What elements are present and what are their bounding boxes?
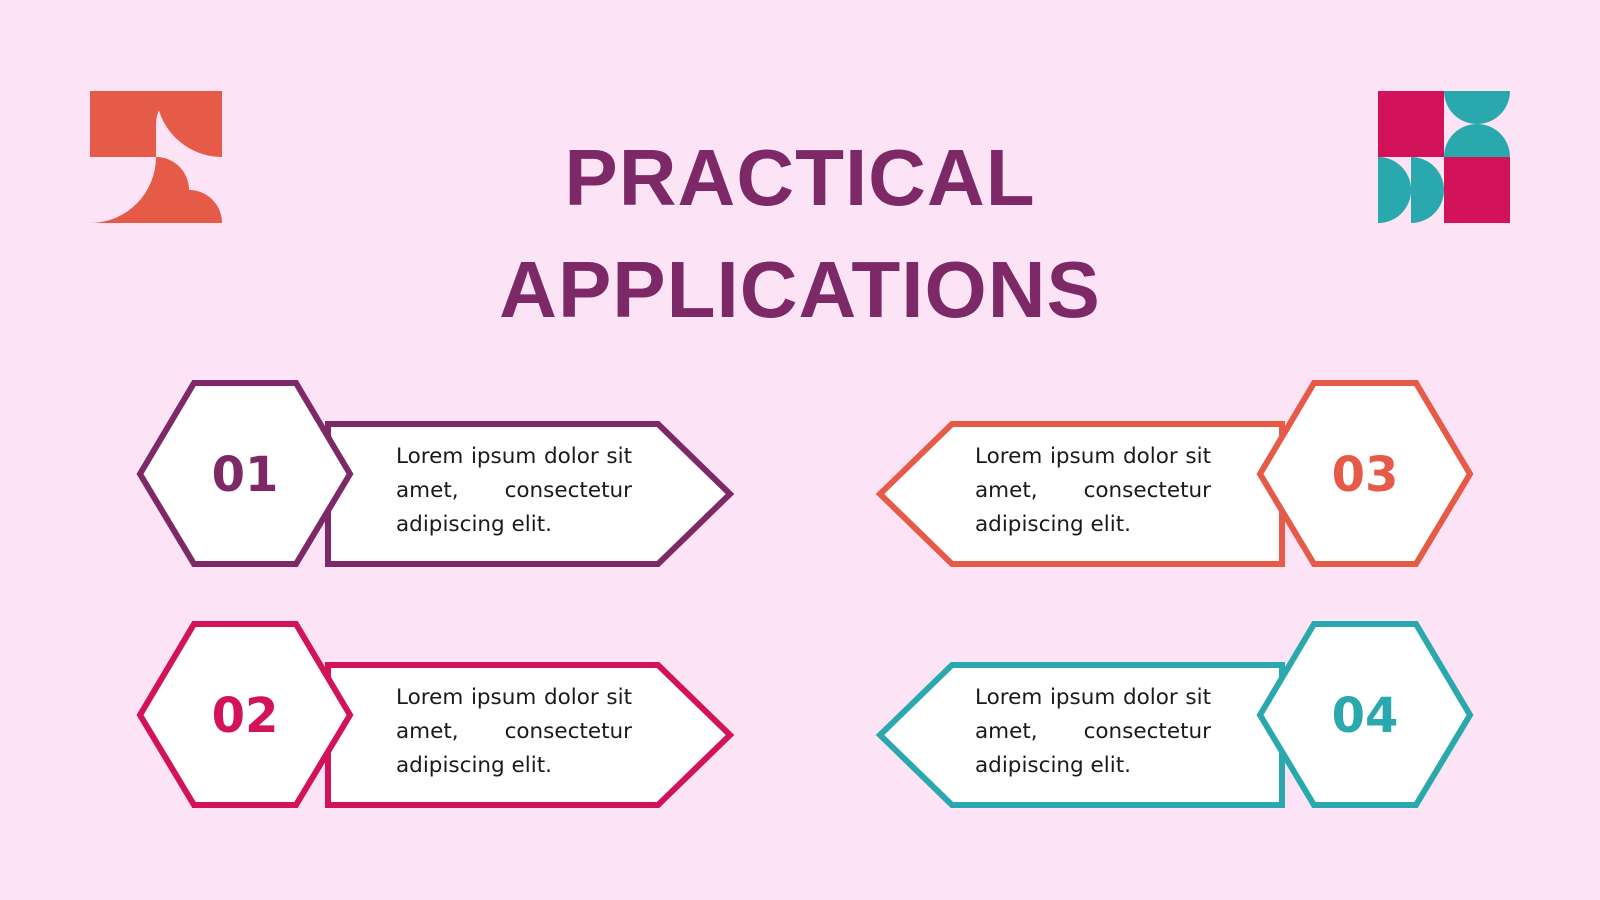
application-item-3: 03 Lorem ipsum dolor sit amet, consectet… [870, 380, 1474, 570]
hexagon-arrow-frame-icon [875, 621, 1474, 808]
item-description: Lorem ipsum dolor sit amet, consectetur … [396, 685, 632, 778]
application-item-4: 04 Lorem ipsum dolor sit amet, consectet… [870, 621, 1474, 811]
application-item-1: 01 Lorem ipsum dolor sit amet, consectet… [136, 380, 740, 570]
hexagon-arrow-frame-icon [136, 380, 735, 567]
coral-pattern-decoration-icon [90, 91, 222, 223]
item-number: 01 [211, 447, 279, 503]
application-item-2: 02 Lorem ipsum dolor sit amet, consectet… [136, 621, 740, 811]
title-line-2: APPLICATIONS [499, 245, 1101, 334]
crimson-teal-pattern-decoration-icon [1378, 91, 1510, 223]
title-line-1: PRACTICAL [564, 133, 1036, 222]
item-number: 04 [1331, 688, 1399, 744]
item-number: 02 [211, 688, 279, 744]
item-description: Lorem ipsum dolor sit amet, consectetur … [975, 685, 1211, 778]
item-description: Lorem ipsum dolor sit amet, consectetur … [396, 444, 632, 537]
page-title: PRACTICAL APPLICATIONS [0, 122, 1600, 346]
hexagon-arrow-frame-icon [136, 621, 735, 808]
item-description: Lorem ipsum dolor sit amet, consectetur … [975, 444, 1211, 537]
hexagon-arrow-frame-icon [875, 380, 1474, 567]
item-number: 03 [1331, 447, 1399, 503]
